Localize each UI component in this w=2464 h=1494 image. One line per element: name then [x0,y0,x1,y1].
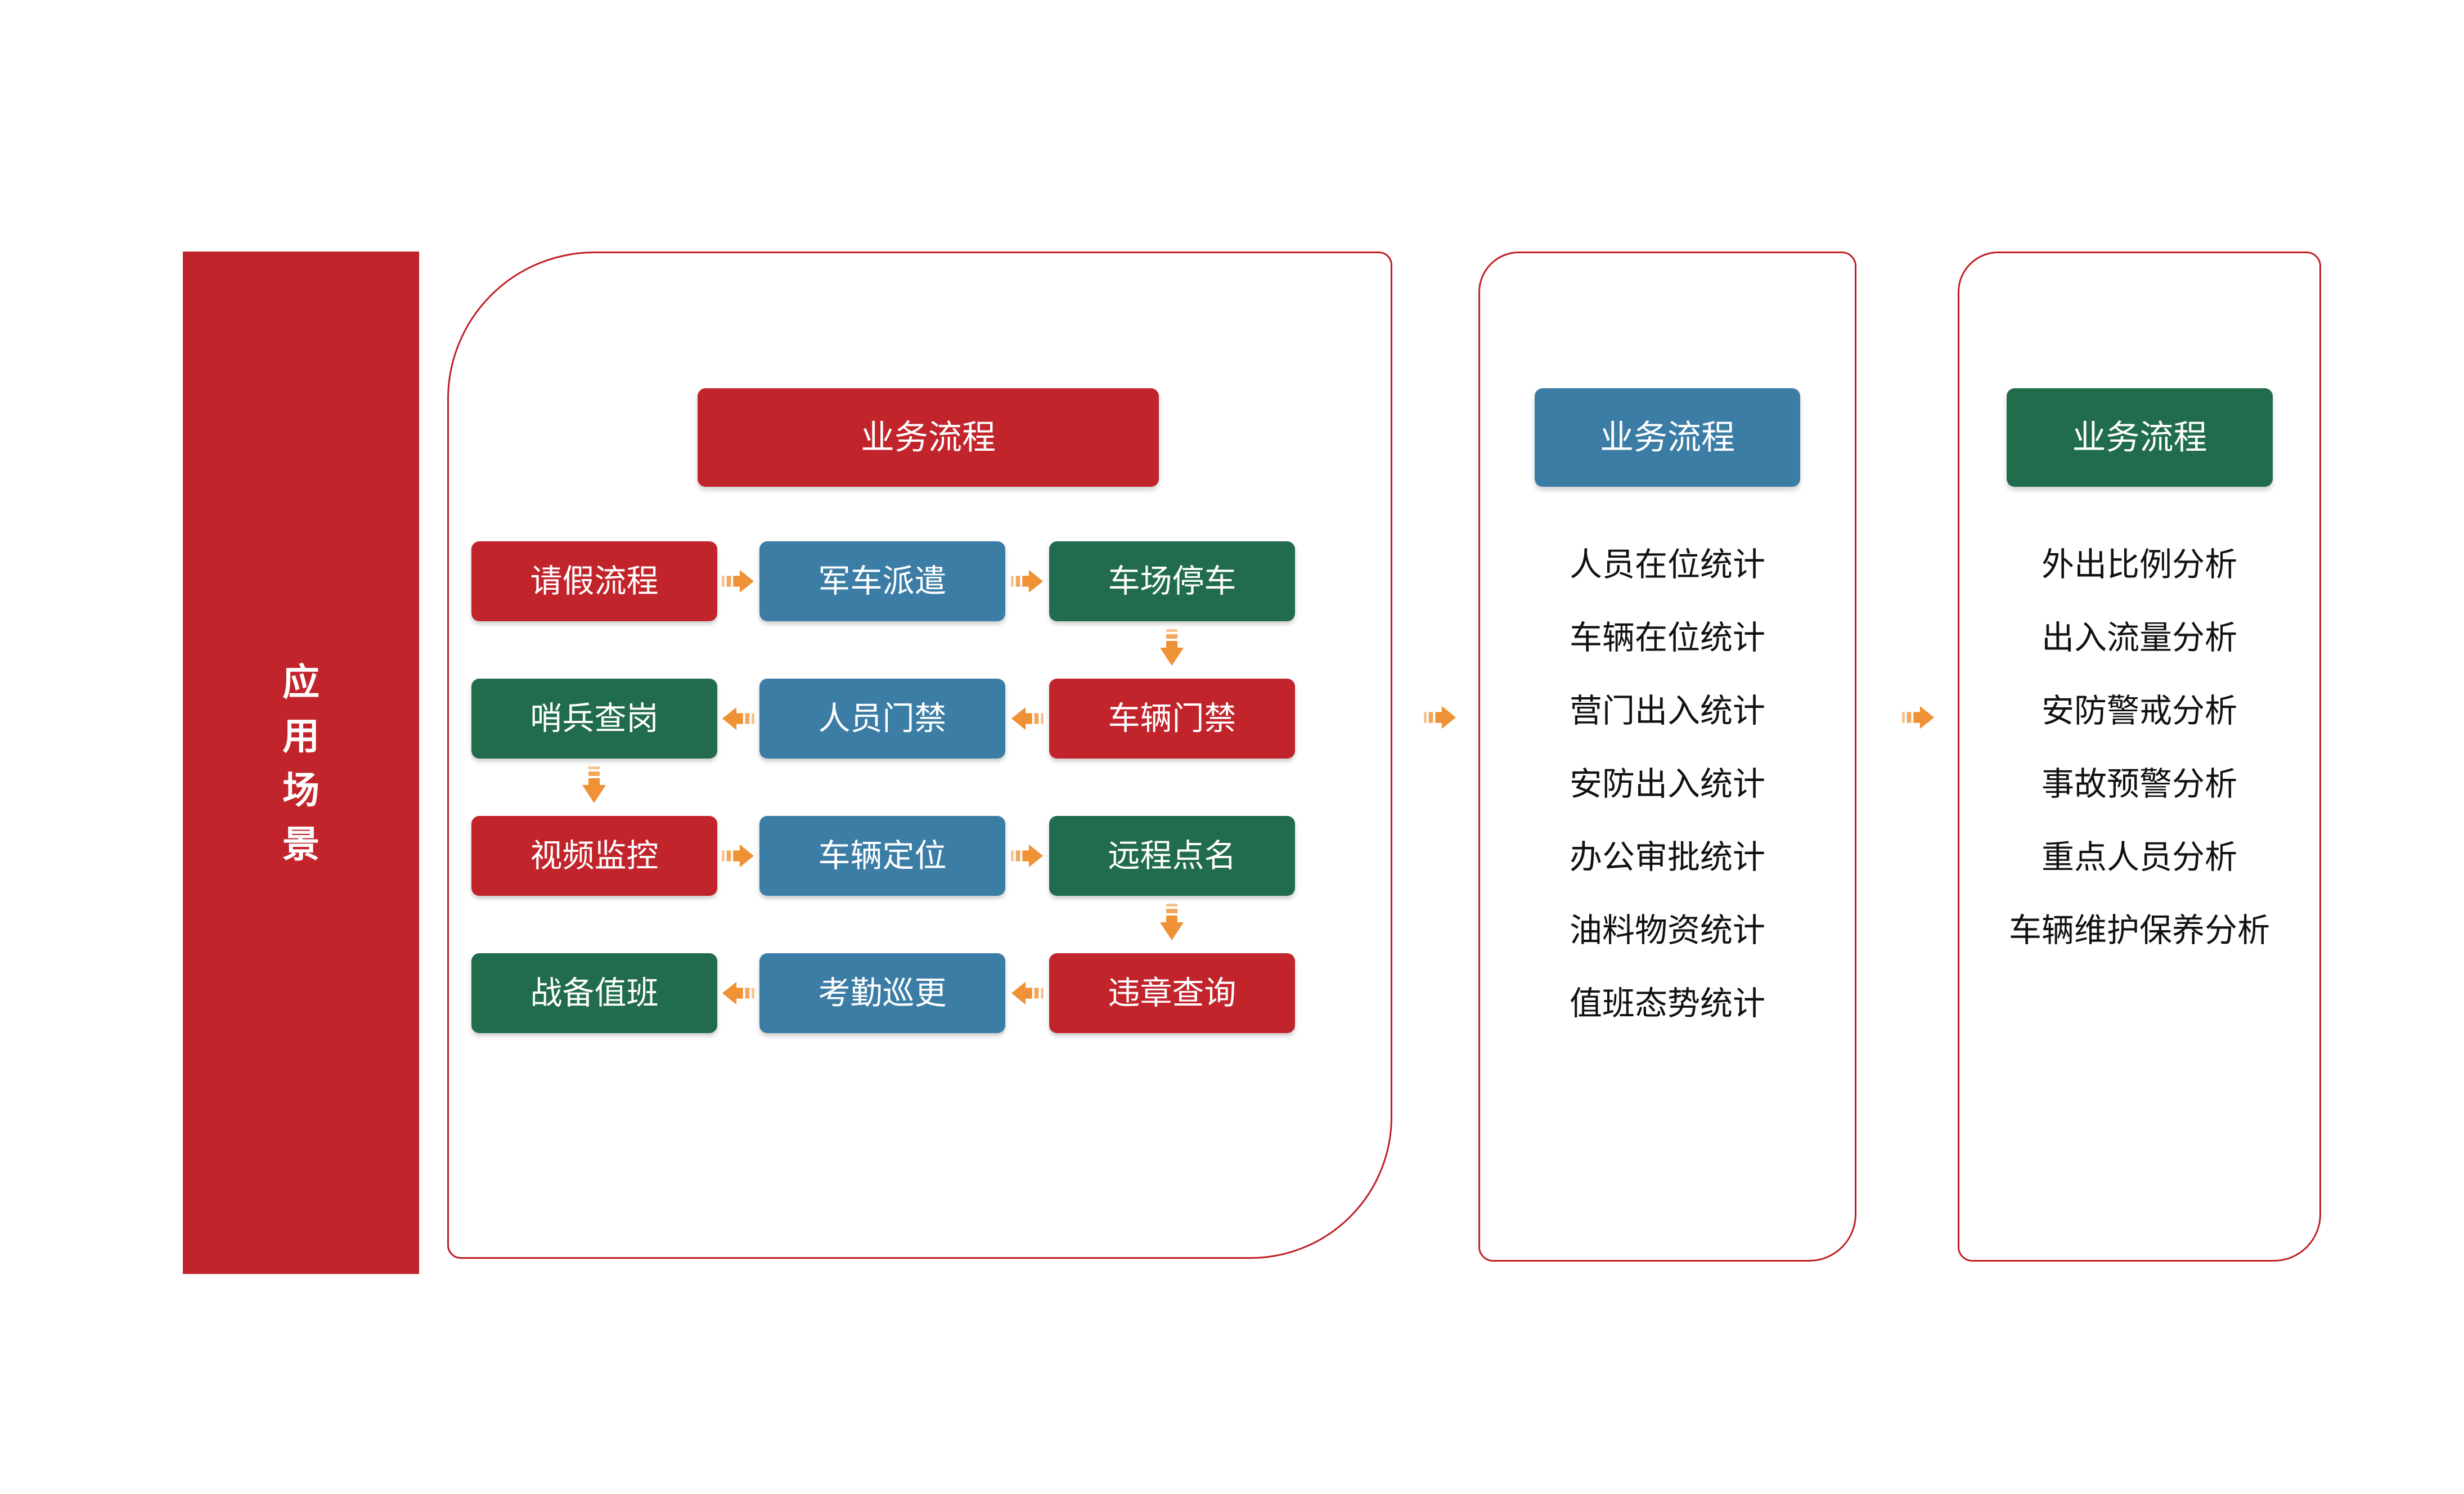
list-item: 安防警戒分析 [2041,693,2237,729]
arrow-left-icon [722,981,754,1006]
list-item: 油料物资统计 [1569,912,1765,949]
list-item: 值班态势统计 [1569,985,1765,1022]
arrow-right-icon [1424,705,1456,730]
arrow-down-icon [1159,628,1184,667]
flow-box-junchepaiqian: 军车派遣 [759,541,1005,621]
list-item: 车辆在位统计 [1569,620,1765,656]
list-item: 车辆维护保养分析 [2008,912,2270,949]
arrow-right-icon [1902,705,1935,730]
left-banner-label: 应用场景 [282,661,320,865]
list-item: 人员在位统计 [1569,546,1765,583]
list-item: 办公审批统计 [1569,839,1765,876]
arrow-right-icon [1011,844,1044,868]
arrow-right-icon [722,844,754,868]
flow-box-kaoqinxungeng: 考勤巡更 [759,953,1005,1033]
flow-box-yuanchengdianming: 远程点名 [1049,816,1295,896]
arrow-right-icon [722,569,754,594]
arrow-right-icon [1011,569,1044,594]
stats-list: 人员在位统计 车辆在位统计 营门出入统计 安防出入统计 办公审批统计 油料物资统… [1478,528,1856,1040]
flow-box-cheliangmenjin: 车辆门禁 [1049,679,1295,759]
flow-box-renyuanmenjin: 人员门禁 [759,679,1005,759]
arrow-left-icon [1011,981,1044,1006]
flow-box-shaobingchagang: 哨兵查岗 [471,679,717,759]
arrow-left-icon [1011,706,1044,731]
list-item: 出入流量分析 [2041,620,2237,656]
arrow-down-icon [582,765,606,805]
flow-box-weizhangchaxun: 违章查询 [1049,953,1295,1033]
list-item: 事故预警分析 [2041,766,2237,802]
list-item: 重点人员分析 [2041,839,2237,876]
flow-box-shipinjiankong: 视频监控 [471,816,717,896]
list-item: 营门出入统计 [1569,693,1765,729]
analysis-panel-header: 业务流程 [2007,388,2273,487]
flow-box-chechangtingche: 车场停车 [1049,541,1295,621]
stats-panel-header: 业务流程 [1535,388,1800,487]
list-item: 安防出入统计 [1569,766,1765,802]
flow-panel-header: 业务流程 [698,388,1159,487]
flow-box-zhanbeizhiban: 战备值班 [471,953,717,1033]
arrow-down-icon [1159,903,1184,942]
list-item: 外出比例分析 [2041,546,2237,583]
left-banner: 应用场景 [183,252,419,1274]
flow-box-qingjialiucheng: 请假流程 [471,541,717,621]
arrow-left-icon [722,706,754,731]
flow-box-cheliangdingwei: 车辆定位 [759,816,1005,896]
analysis-list: 外出比例分析 出入流量分析 安防警戒分析 事故预警分析 重点人员分析 车辆维护保… [1958,528,2321,967]
